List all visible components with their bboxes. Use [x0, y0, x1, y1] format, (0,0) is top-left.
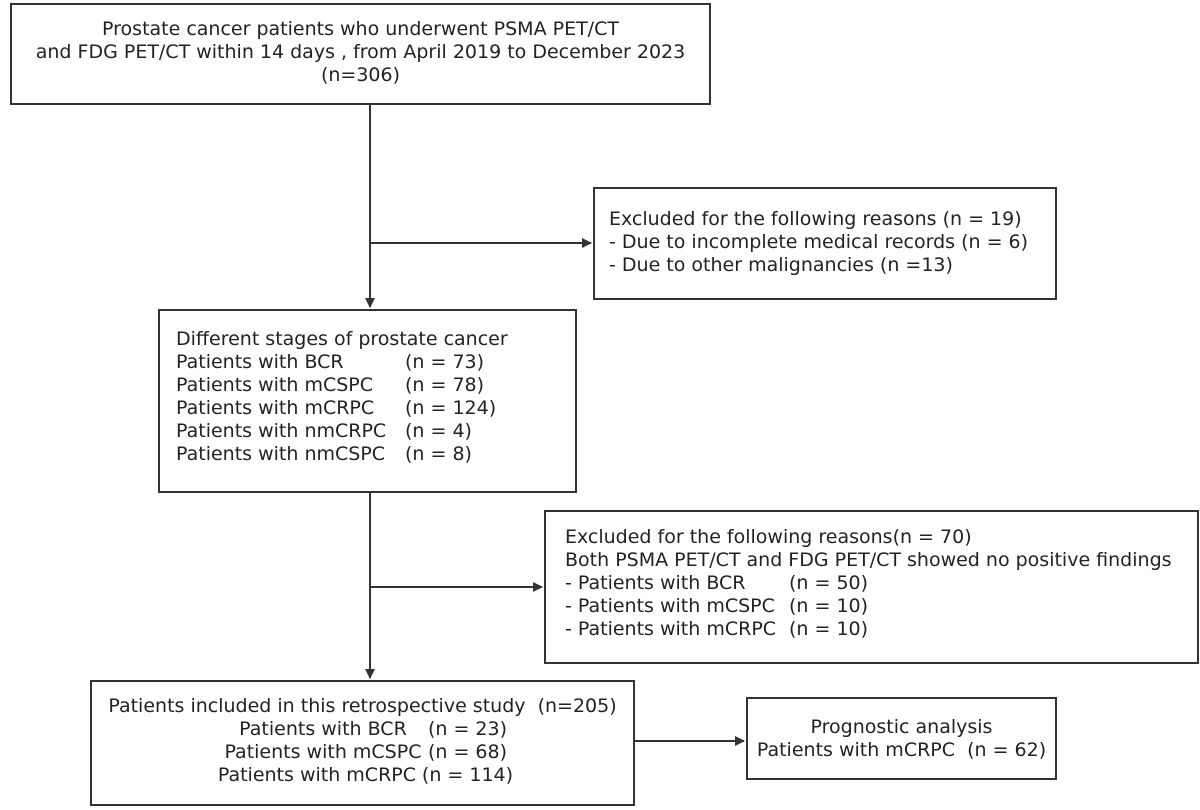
stage-count: (n = 8)	[405, 443, 472, 465]
box-exclusion-2: Excluded for the following reasons(n = 7…	[544, 510, 1199, 664]
stage-row: Patients with mCRPC (n = 124)	[176, 397, 575, 420]
exclusion-2-label: - Patients with BCR	[565, 572, 746, 594]
prognostic-title: Prognostic analysis	[810, 716, 993, 738]
box-cancer-stages: Different stages of prostate cancer Pati…	[158, 309, 577, 493]
included-row: Patients with mCSPC (n = 68)	[92, 741, 633, 764]
exclusion-1-item: - Due to incomplete medical records (n =…	[609, 231, 1029, 253]
exclusion-2-subtitle: Both PSMA PET/CT and FDG PET/CT showed n…	[565, 549, 1172, 571]
exclusion-2-count: (n = 10)	[789, 595, 869, 617]
stage-count: (n = 4)	[405, 420, 472, 442]
included-label: Patients with mCSPC	[224, 741, 422, 763]
included-title: Patients included in this retrospective …	[108, 695, 617, 717]
stage-label: Patients with nmCRPC	[176, 420, 387, 442]
stage-count: (n = 78)	[405, 374, 485, 396]
exclusion-2-label: - Patients with mCRPC	[565, 618, 777, 640]
exclusion-2-row: - Patients with mCRPC (n = 10)	[565, 618, 1197, 641]
stage-label: Patients with nmCSPC	[176, 443, 386, 465]
stages-title: Different stages of prostate cancer	[176, 328, 508, 350]
exclusion-1-title: Excluded for the following reasons (n = …	[609, 208, 1022, 230]
initial-cohort-line: and FDG PET/CT within 14 days , from Apr…	[35, 41, 686, 63]
included-label: Patients with BCR	[239, 718, 407, 740]
prognostic-line: Patients with mCRPC (n = 62)	[756, 739, 1047, 761]
stage-row: Patients with BCR (n = 73)	[176, 351, 575, 374]
stage-row: Patients with nmCSPC (n = 8)	[176, 443, 575, 466]
included-label: Patients with mCRPC	[217, 764, 416, 786]
included-row: Patients with BCR (n = 23)	[92, 718, 633, 741]
box-included-patients: Patients included in this retrospective …	[90, 680, 635, 806]
initial-cohort-count: (n=306)	[320, 64, 401, 86]
stage-label: Patients with BCR	[176, 351, 344, 373]
exclusion-2-label: - Patients with mCSPC	[565, 595, 775, 617]
included-count: (n = 114)	[421, 764, 514, 786]
stage-label: Patients with mCSPC	[176, 374, 374, 396]
exclusion-2-title: Excluded for the following reasons(n = 7…	[565, 526, 972, 548]
included-count: (n = 23)	[427, 718, 508, 740]
box-exclusion-1: Excluded for the following reasons (n = …	[593, 187, 1057, 300]
initial-cohort-line: Prostate cancer patients who underwent P…	[102, 18, 619, 40]
stage-row: Patients with nmCRPC (n = 4)	[176, 420, 575, 443]
box-initial-cohort: Prostate cancer patients who underwent P…	[10, 3, 711, 105]
exclusion-2-row: - Patients with BCR (n = 50)	[565, 572, 1197, 595]
stage-count: (n = 124)	[405, 397, 497, 419]
stage-row: Patients with mCSPC (n = 78)	[176, 374, 575, 397]
exclusion-2-count: (n = 50)	[789, 572, 869, 594]
stage-count: (n = 73)	[405, 351, 485, 373]
included-count: (n = 68)	[427, 741, 508, 763]
stage-label: Patients with mCRPC	[176, 397, 375, 419]
exclusion-2-row: - Patients with mCSPC (n = 10)	[565, 595, 1197, 618]
exclusion-1-item: - Due to other malignancies (n =13)	[609, 254, 953, 276]
included-row: Patients with mCRPC (n = 114)	[92, 764, 633, 787]
box-prognostic-analysis: Prognostic analysis Patients with mCRPC …	[746, 697, 1057, 780]
exclusion-2-count: (n = 10)	[789, 618, 869, 640]
